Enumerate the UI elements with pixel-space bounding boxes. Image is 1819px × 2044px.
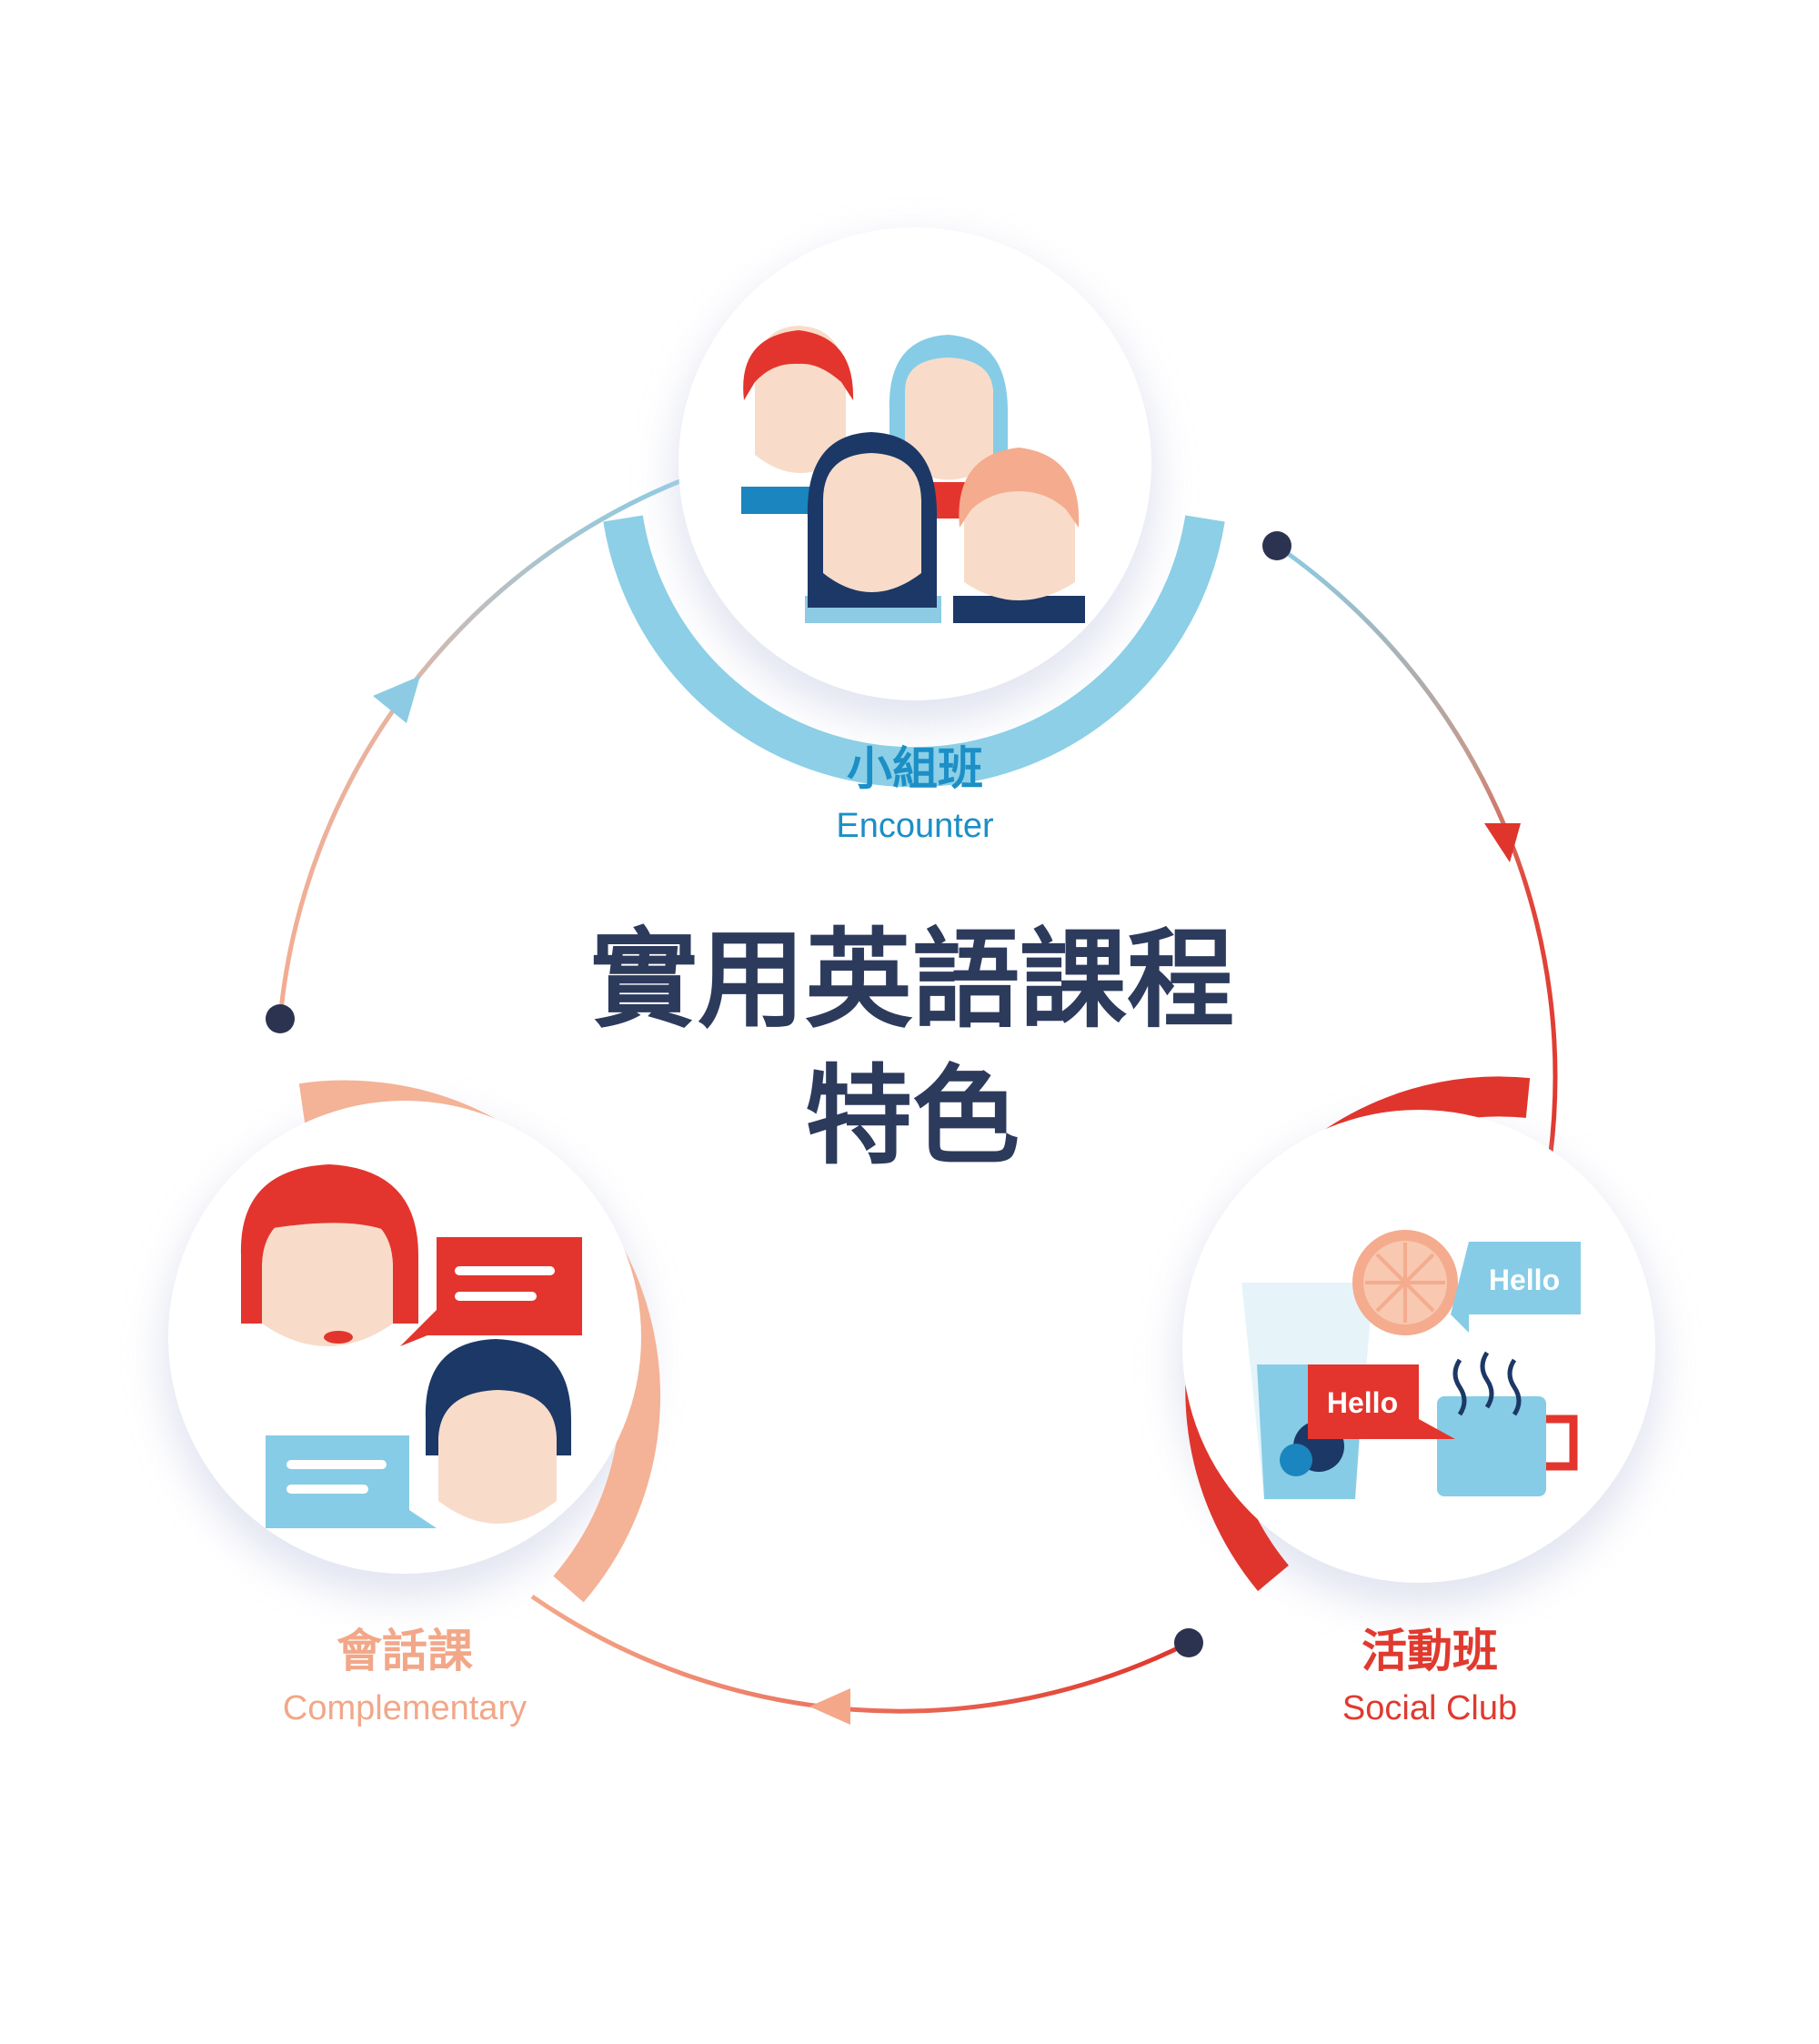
complementary-label-en: Complementary <box>283 1689 527 1727</box>
center-title-line1: 實用英語課程 <box>590 917 1234 1042</box>
arrow-up-right-icon <box>373 676 420 723</box>
connector-dot-bottom <box>1174 1628 1203 1657</box>
encounter-label-en: Encounter <box>836 807 994 845</box>
hello-bubble-blue <box>1451 1242 1581 1333</box>
connector-encounter-to-social <box>1275 543 1558 1168</box>
social-club-label-en: Social Club <box>1342 1689 1517 1727</box>
node-social-club: Hello Hello 活動班 Social Club <box>1178 1076 1660 1727</box>
cycle-connectors <box>266 478 1558 1725</box>
center-title-line2: 特色 <box>805 1053 1020 1179</box>
arrow-left-icon <box>809 1688 850 1725</box>
arrow-down-right-icon <box>1484 823 1521 862</box>
drinks-and-chat-icon: Hello Hello <box>1241 1230 1581 1499</box>
social-club-label-cn: 活動班 <box>1362 1625 1498 1677</box>
node-encounter: 小組班 Encounter <box>603 227 1225 845</box>
hello-bubble-red-text: Hello <box>1327 1386 1398 1419</box>
connector-social-to-complementary <box>530 1594 1191 1714</box>
encounter-ring-arc <box>603 515 1225 788</box>
connector-dot-top-right <box>1262 531 1291 560</box>
group-of-people-icon <box>741 326 1085 623</box>
node-complementary: 會話課 Complementary <box>164 1080 660 1727</box>
encounter-label-cn: 小組班 <box>847 742 983 795</box>
connector-dot-left <box>266 1004 295 1033</box>
hello-bubble-red <box>1308 1364 1455 1439</box>
complementary-label-cn: 會話課 <box>337 1625 473 1677</box>
hello-bubble-blue-text: Hello <box>1489 1264 1560 1296</box>
conversation-icon <box>240 1164 582 1528</box>
